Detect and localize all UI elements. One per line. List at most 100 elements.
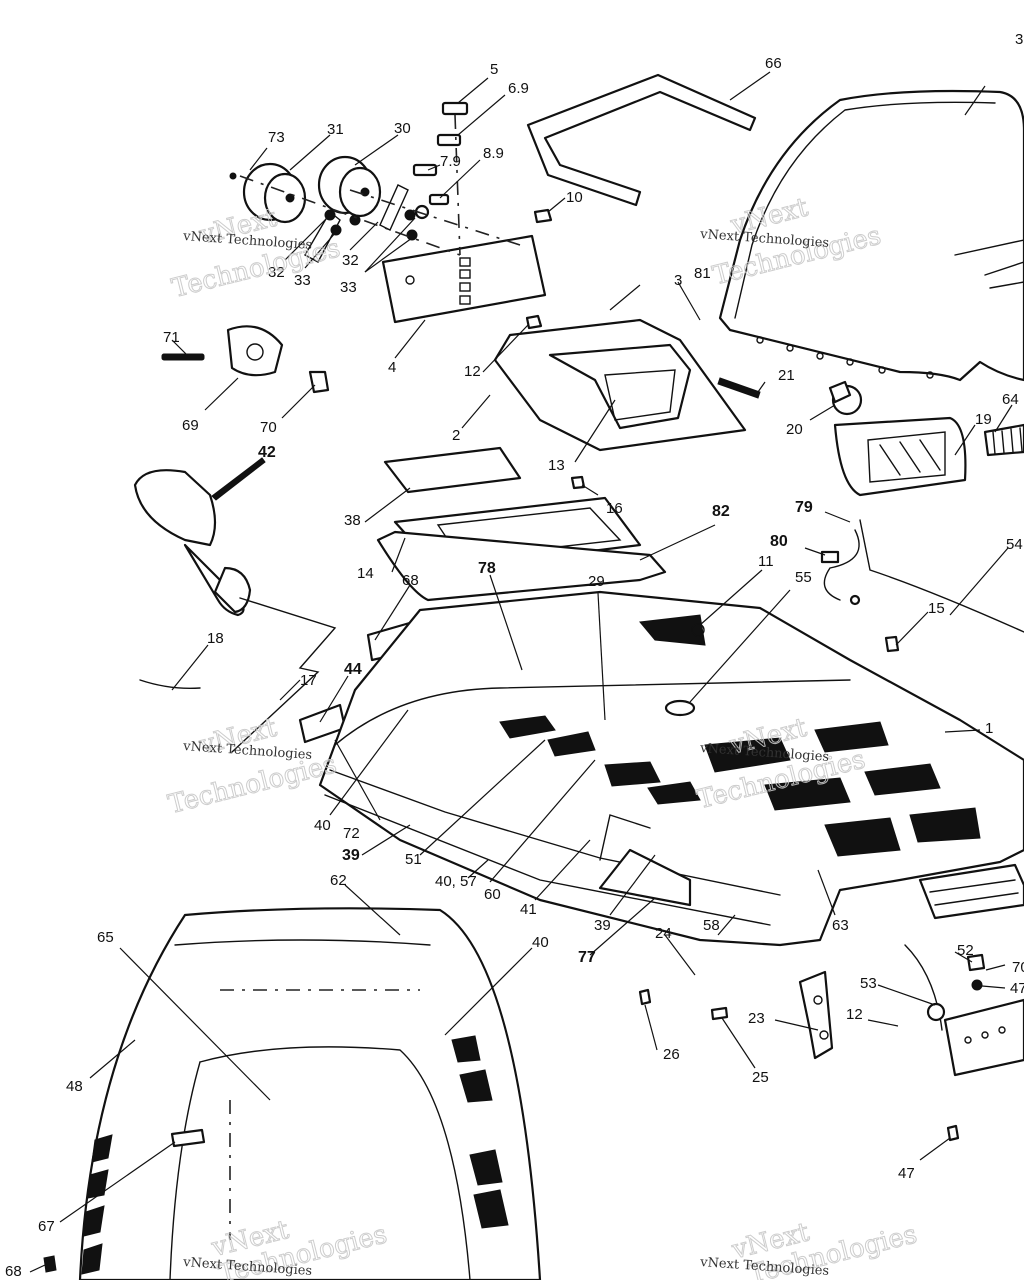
- callout-62: 62: [330, 872, 347, 889]
- callout-44: 44: [344, 661, 362, 678]
- callout-42: 42: [258, 444, 276, 461]
- callout-73: 73: [268, 129, 285, 146]
- callout-29: 29: [588, 573, 605, 590]
- watermark-small: vNext Technologies: [182, 739, 313, 763]
- windshield-trim: [526, 73, 757, 207]
- callout-3: 3: [1015, 31, 1023, 48]
- callout-1: 1: [985, 720, 993, 737]
- callout-40: 40: [314, 817, 331, 834]
- headlight-spring: [983, 423, 1024, 457]
- hood-vents: [499, 614, 981, 857]
- callout-19: 19: [975, 411, 992, 428]
- callout-7-9: 7.9: [440, 153, 461, 170]
- wiring-harness: [820, 519, 1024, 633]
- rear-view-mirror: [133, 457, 266, 617]
- callout-6-9: 6.9: [508, 80, 529, 97]
- callout-58: 58: [703, 917, 720, 934]
- callout-20: 20: [786, 421, 803, 438]
- callout-2: 2: [452, 427, 460, 444]
- watermark-small: vNext Technologies: [182, 229, 313, 253]
- callout-33b: 33: [340, 279, 357, 296]
- callout-39: 39: [342, 847, 360, 864]
- callout-41: 41: [520, 901, 537, 918]
- callout-32: 32: [268, 264, 285, 281]
- leader-lines: [29, 71, 1013, 1273]
- callout-labels: 5 6.9 7.9 8.9 10 66 3 73 31 30 32 33 32 …: [5, 31, 1024, 1280]
- dash-housing: [493, 318, 747, 452]
- callout-5: 5: [490, 61, 498, 78]
- small-hardware: [525, 208, 900, 1021]
- callout-32b: 32: [342, 252, 359, 269]
- callout-72: 72: [343, 825, 360, 842]
- nose-stripes: [81, 1035, 509, 1275]
- callout-14: 14: [357, 565, 374, 582]
- bracket-53: [904, 944, 946, 1031]
- callout-31: 31: [327, 121, 344, 138]
- callout-17: 17: [300, 672, 317, 689]
- callout-8-9: 8.9: [483, 145, 504, 162]
- callout-4: 4: [388, 359, 396, 376]
- lower-grille: [943, 998, 1024, 1077]
- hood: [318, 590, 1024, 947]
- callout-38: 38: [344, 512, 361, 529]
- belly-pan: [78, 907, 542, 1280]
- callout-65: 65: [97, 929, 114, 946]
- callout-23: 23: [748, 1010, 765, 1027]
- windshield: [718, 89, 1024, 382]
- callout-68: 68: [402, 572, 419, 589]
- callout-67: 67: [38, 1218, 55, 1235]
- callout-82: 82: [712, 503, 730, 520]
- callout-24: 24: [655, 925, 672, 942]
- callout-52: 52: [957, 942, 974, 959]
- callout-53: 53: [860, 975, 877, 992]
- ignition-switch: [161, 325, 330, 394]
- callout-70b: 70: [1012, 959, 1024, 976]
- callout-78: 78: [478, 560, 496, 577]
- callout-11: 11: [758, 553, 774, 570]
- gauge-bulbs: [229, 172, 418, 241]
- windshield-rivets: [756, 336, 934, 379]
- fasteners-52-47: [946, 953, 986, 1142]
- bolt-21: [717, 377, 761, 399]
- callout-10: 10: [566, 189, 583, 206]
- callout-47: 47: [1010, 980, 1024, 997]
- instrument-panel: [381, 234, 547, 324]
- callout-79: 79: [795, 499, 813, 516]
- callout-51: 51: [405, 851, 422, 868]
- callout-25: 25: [752, 1069, 769, 1086]
- callout-21: 21: [778, 367, 795, 384]
- callout-30: 30: [394, 120, 411, 137]
- callout-71: 71: [163, 329, 180, 346]
- callout-63: 63: [832, 917, 849, 934]
- tail-lamp: [918, 863, 1024, 920]
- callout-18: 18: [207, 630, 224, 647]
- gauge-speedometer: [317, 155, 382, 218]
- cable-18: [139, 597, 337, 753]
- callout-80: 80: [770, 533, 788, 550]
- callout-55: 55: [795, 569, 812, 586]
- callout-77: 77: [578, 949, 596, 966]
- callout-66: 66: [765, 55, 782, 72]
- callout-81: 81: [694, 265, 711, 282]
- console-base: [376, 530, 667, 602]
- callout-60: 60: [484, 886, 501, 903]
- callout-68b: 68: [5, 1263, 22, 1280]
- gauge-tachometer: [242, 162, 307, 224]
- callout-70: 70: [260, 419, 277, 436]
- callout-64: 64: [1002, 391, 1019, 408]
- callout-39b: 39: [594, 917, 611, 934]
- callout-54: 54: [1006, 536, 1023, 553]
- console-gasket: [383, 446, 522, 494]
- callout-40-57: 40, 57: [435, 873, 477, 890]
- callout-47b: 47: [898, 1165, 915, 1182]
- callout-15: 15: [928, 600, 945, 617]
- bracket-23: [798, 970, 834, 1060]
- callout-48: 48: [66, 1078, 83, 1095]
- callout-40b: 40: [532, 934, 549, 951]
- headlight-assembly: [828, 380, 967, 497]
- callout-16: 16: [606, 500, 623, 517]
- callout-69: 69: [182, 417, 199, 434]
- callout-12: 12: [464, 363, 481, 380]
- callout-33: 33: [294, 272, 311, 289]
